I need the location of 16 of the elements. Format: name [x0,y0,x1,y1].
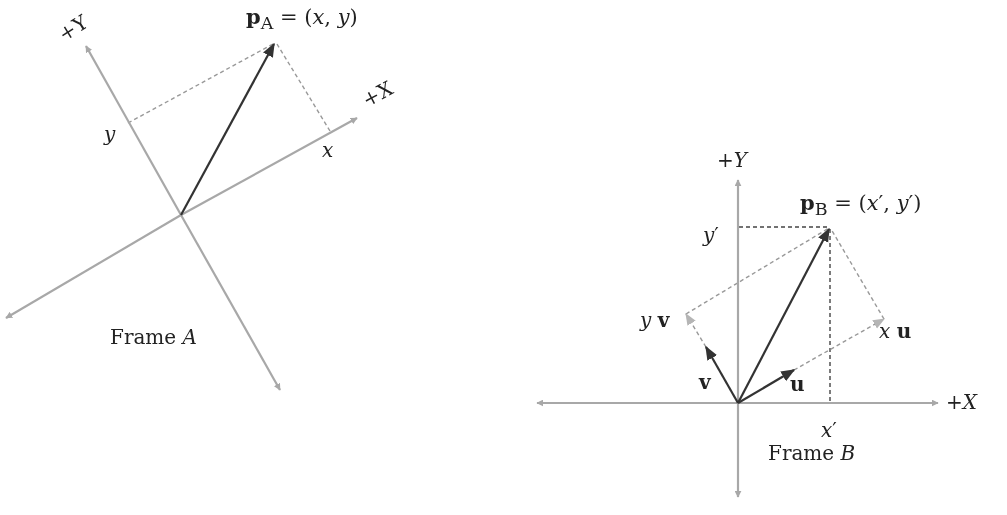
axis-label: x′ [821,420,837,440]
axis-label: Frame B [768,443,856,463]
axis-label: x u [879,321,912,341]
axis-label: x [322,140,334,160]
axis-label: y [104,124,116,144]
axis-label: +Y [717,150,747,170]
axis-label: Frame A [110,327,197,347]
axis-label: y v [640,310,670,330]
axis-label: v [699,372,711,392]
axis-label: +X [359,77,396,111]
axis-label: p$_{B}$ = (x′, y′) [800,192,922,219]
axis-label: u [790,374,805,394]
axis-label: p$_{A}$ = (x, y) [246,6,358,33]
axis-label: +X [946,392,977,412]
axis-label: +Y [55,11,91,45]
axis-label: y′ [703,225,719,245]
